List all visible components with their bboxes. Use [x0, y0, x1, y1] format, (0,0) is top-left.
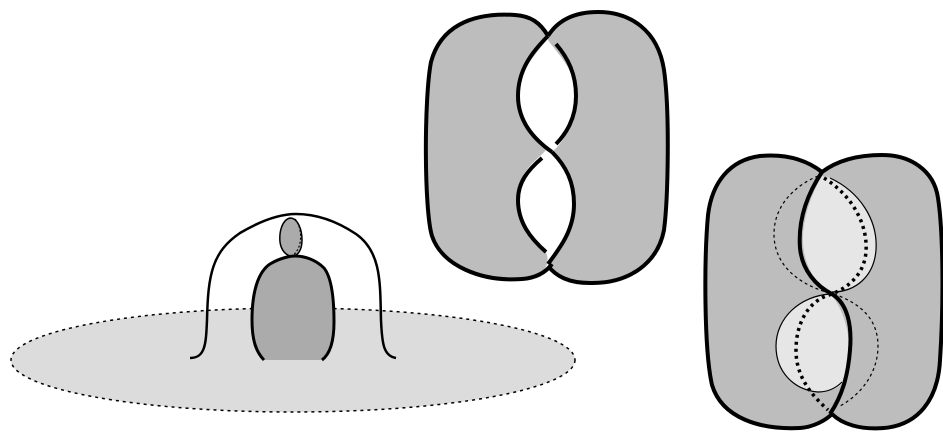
- panel-twisted-band-top: [426, 12, 668, 283]
- pawn-body: [252, 256, 334, 360]
- panel-twisted-band-shaded: [705, 155, 942, 428]
- left-lobe: [426, 14, 548, 278]
- right-lobe: [548, 12, 668, 283]
